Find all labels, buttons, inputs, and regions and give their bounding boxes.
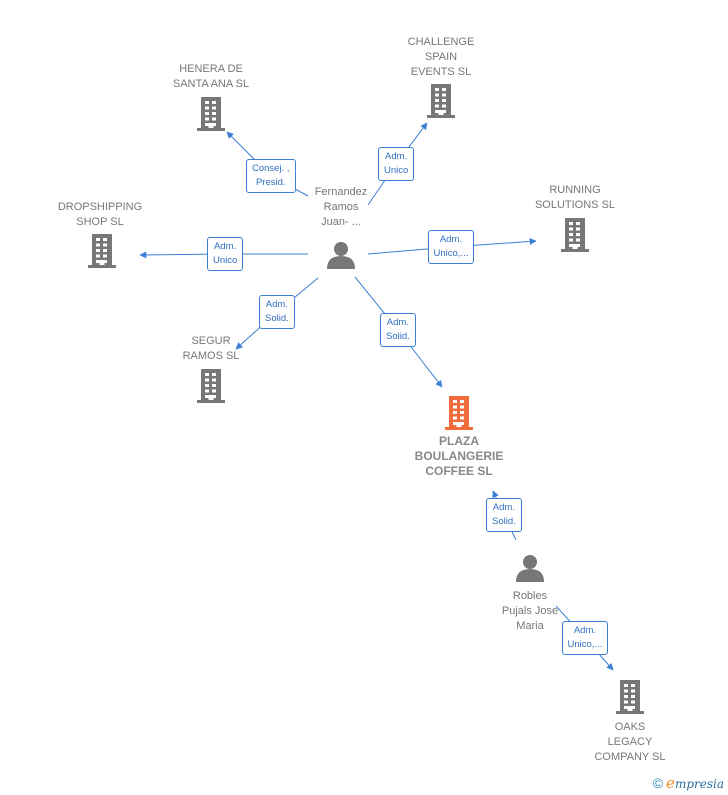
building-icon-running[interactable]	[561, 218, 589, 252]
node-label-running[interactable]: RUNNING SOLUTIONS SL	[534, 184, 616, 211]
empresia-logo-initial: e	[666, 774, 675, 792]
building-icon-oaks[interactable]	[616, 680, 644, 714]
node-label-fernandez[interactable]: Fernandez Ramos Juan- ...	[314, 186, 368, 228]
edge-label-fernandez-running: Adm. Unico,...	[427, 230, 475, 264]
node-label-dropshipping[interactable]: DROPSHIPPING SHOP SL	[57, 201, 143, 228]
node-label-henera[interactable]: HENERA DE SANTA ANA SL	[172, 63, 250, 90]
person-icon-fernandez[interactable]	[327, 242, 355, 269]
node-label-segur[interactable]: SEGUR RAMOS SL	[182, 335, 240, 362]
empresia-logo-text: mpresia	[674, 777, 724, 791]
edge-label-fernandez-plaza: Adm. Solid.	[380, 313, 416, 347]
building-icon-challenge[interactable]	[427, 84, 455, 118]
node-label-oaks[interactable]: OAKS LEGACY COMPANY SL	[594, 721, 666, 763]
building-icon-henera[interactable]	[197, 97, 225, 131]
building-icon-plaza[interactable]	[445, 396, 473, 430]
node-label-challenge[interactable]: CHALLENGE SPAIN EVENTS SL	[407, 36, 475, 78]
edge-label-fernandez-dropshipping: Adm. Unico	[207, 237, 244, 271]
building-icon-dropshipping[interactable]	[88, 234, 116, 268]
edge-label-robles-oaks: Adm. Unico,...	[561, 621, 609, 655]
copyright-icon: ©	[652, 775, 664, 791]
building-icon-segur[interactable]	[197, 369, 225, 403]
person-icon-robles[interactable]	[516, 555, 544, 582]
node-label-robles[interactable]: Robles Pujals Jose Maria	[501, 590, 559, 632]
edge-label-robles-plaza: Adm. Solid.	[486, 498, 522, 532]
edge-label-fernandez-segur: Adm. Solid.	[259, 295, 295, 329]
edge-label-fernandez-challenge: Adm. Unico	[378, 147, 415, 181]
empresia-footer[interactable]: ©empresia	[653, 774, 724, 792]
node-label-plaza[interactable]: PLAZA BOULANGERIE COFFEE SL	[414, 434, 504, 478]
edge-label-fernandez-henera: Consej. , Presid.	[246, 159, 296, 193]
